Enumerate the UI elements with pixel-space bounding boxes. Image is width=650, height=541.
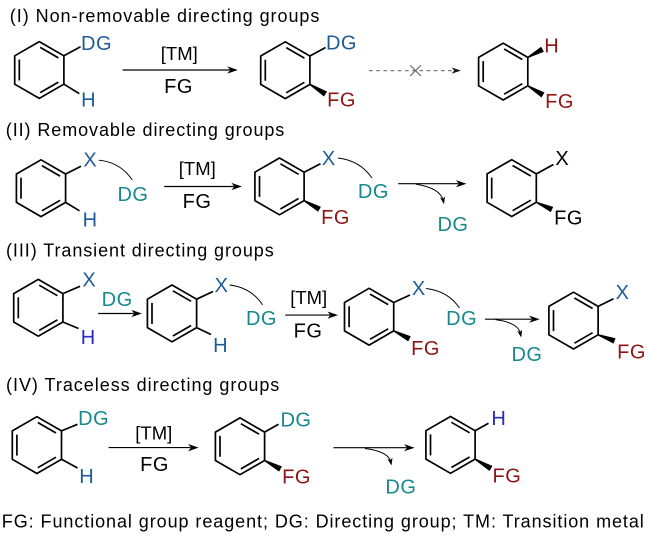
svg-text:DG: DG: [246, 308, 277, 330]
svg-text:FG: Functional group reagent;: FG: Functional group reagent; DG: Direct…: [2, 511, 644, 531]
svg-text:H: H: [83, 210, 97, 232]
svg-text:(III) Transient directing grou: (III) Transient directing groups: [6, 241, 274, 261]
svg-text:FG: FG: [140, 454, 169, 476]
svg-text:FG: FG: [617, 341, 646, 363]
svg-text:[TM]: [TM]: [179, 158, 216, 179]
svg-text:H: H: [81, 90, 95, 112]
svg-text:H: H: [79, 466, 93, 488]
svg-text:FG: FG: [545, 91, 574, 113]
svg-text:FG: FG: [282, 466, 311, 488]
svg-text:H: H: [544, 36, 558, 58]
svg-text:[TM]: [TM]: [161, 43, 198, 64]
svg-text:[TM]: [TM]: [135, 423, 172, 444]
svg-text:DG: DG: [326, 33, 357, 55]
svg-text:X: X: [215, 275, 228, 297]
svg-text:X: X: [83, 150, 96, 172]
svg-text:FG: FG: [294, 320, 323, 342]
svg-text:FG: FG: [164, 76, 193, 98]
svg-text:DG: DG: [78, 408, 109, 430]
svg-text:[TM]: [TM]: [290, 287, 327, 308]
svg-text:DG: DG: [117, 184, 148, 206]
svg-text:DG: DG: [511, 344, 542, 366]
svg-text:X: X: [412, 278, 425, 300]
svg-text:FG: FG: [183, 191, 212, 213]
svg-text:(I) Non-removable directing gr: (I) Non-removable directing groups: [10, 6, 320, 26]
svg-text:DG: DG: [358, 181, 389, 203]
svg-text:(II) Removable directing group: (II) Removable directing groups: [6, 120, 285, 140]
svg-text:DG: DG: [385, 477, 416, 499]
svg-text:DG: DG: [280, 410, 311, 432]
svg-text:X: X: [555, 148, 568, 170]
svg-text:H: H: [213, 335, 227, 357]
svg-text:DG: DG: [437, 214, 468, 236]
svg-text:H: H: [81, 327, 95, 349]
svg-text:X: X: [322, 148, 335, 170]
svg-text:DG: DG: [102, 289, 133, 311]
svg-text:FG: FG: [492, 466, 521, 488]
svg-text:(IV) Traceless directing group: (IV) Traceless directing groups: [6, 375, 279, 395]
svg-text:X: X: [616, 282, 629, 304]
svg-text:DG: DG: [81, 33, 112, 55]
svg-text:H: H: [491, 408, 505, 430]
svg-text:DG: DG: [446, 308, 477, 330]
svg-text:FG: FG: [411, 338, 440, 360]
svg-text:X: X: [82, 270, 95, 292]
svg-text:FG: FG: [327, 90, 356, 112]
svg-text:FG: FG: [321, 207, 350, 229]
svg-text:FG: FG: [554, 208, 583, 230]
